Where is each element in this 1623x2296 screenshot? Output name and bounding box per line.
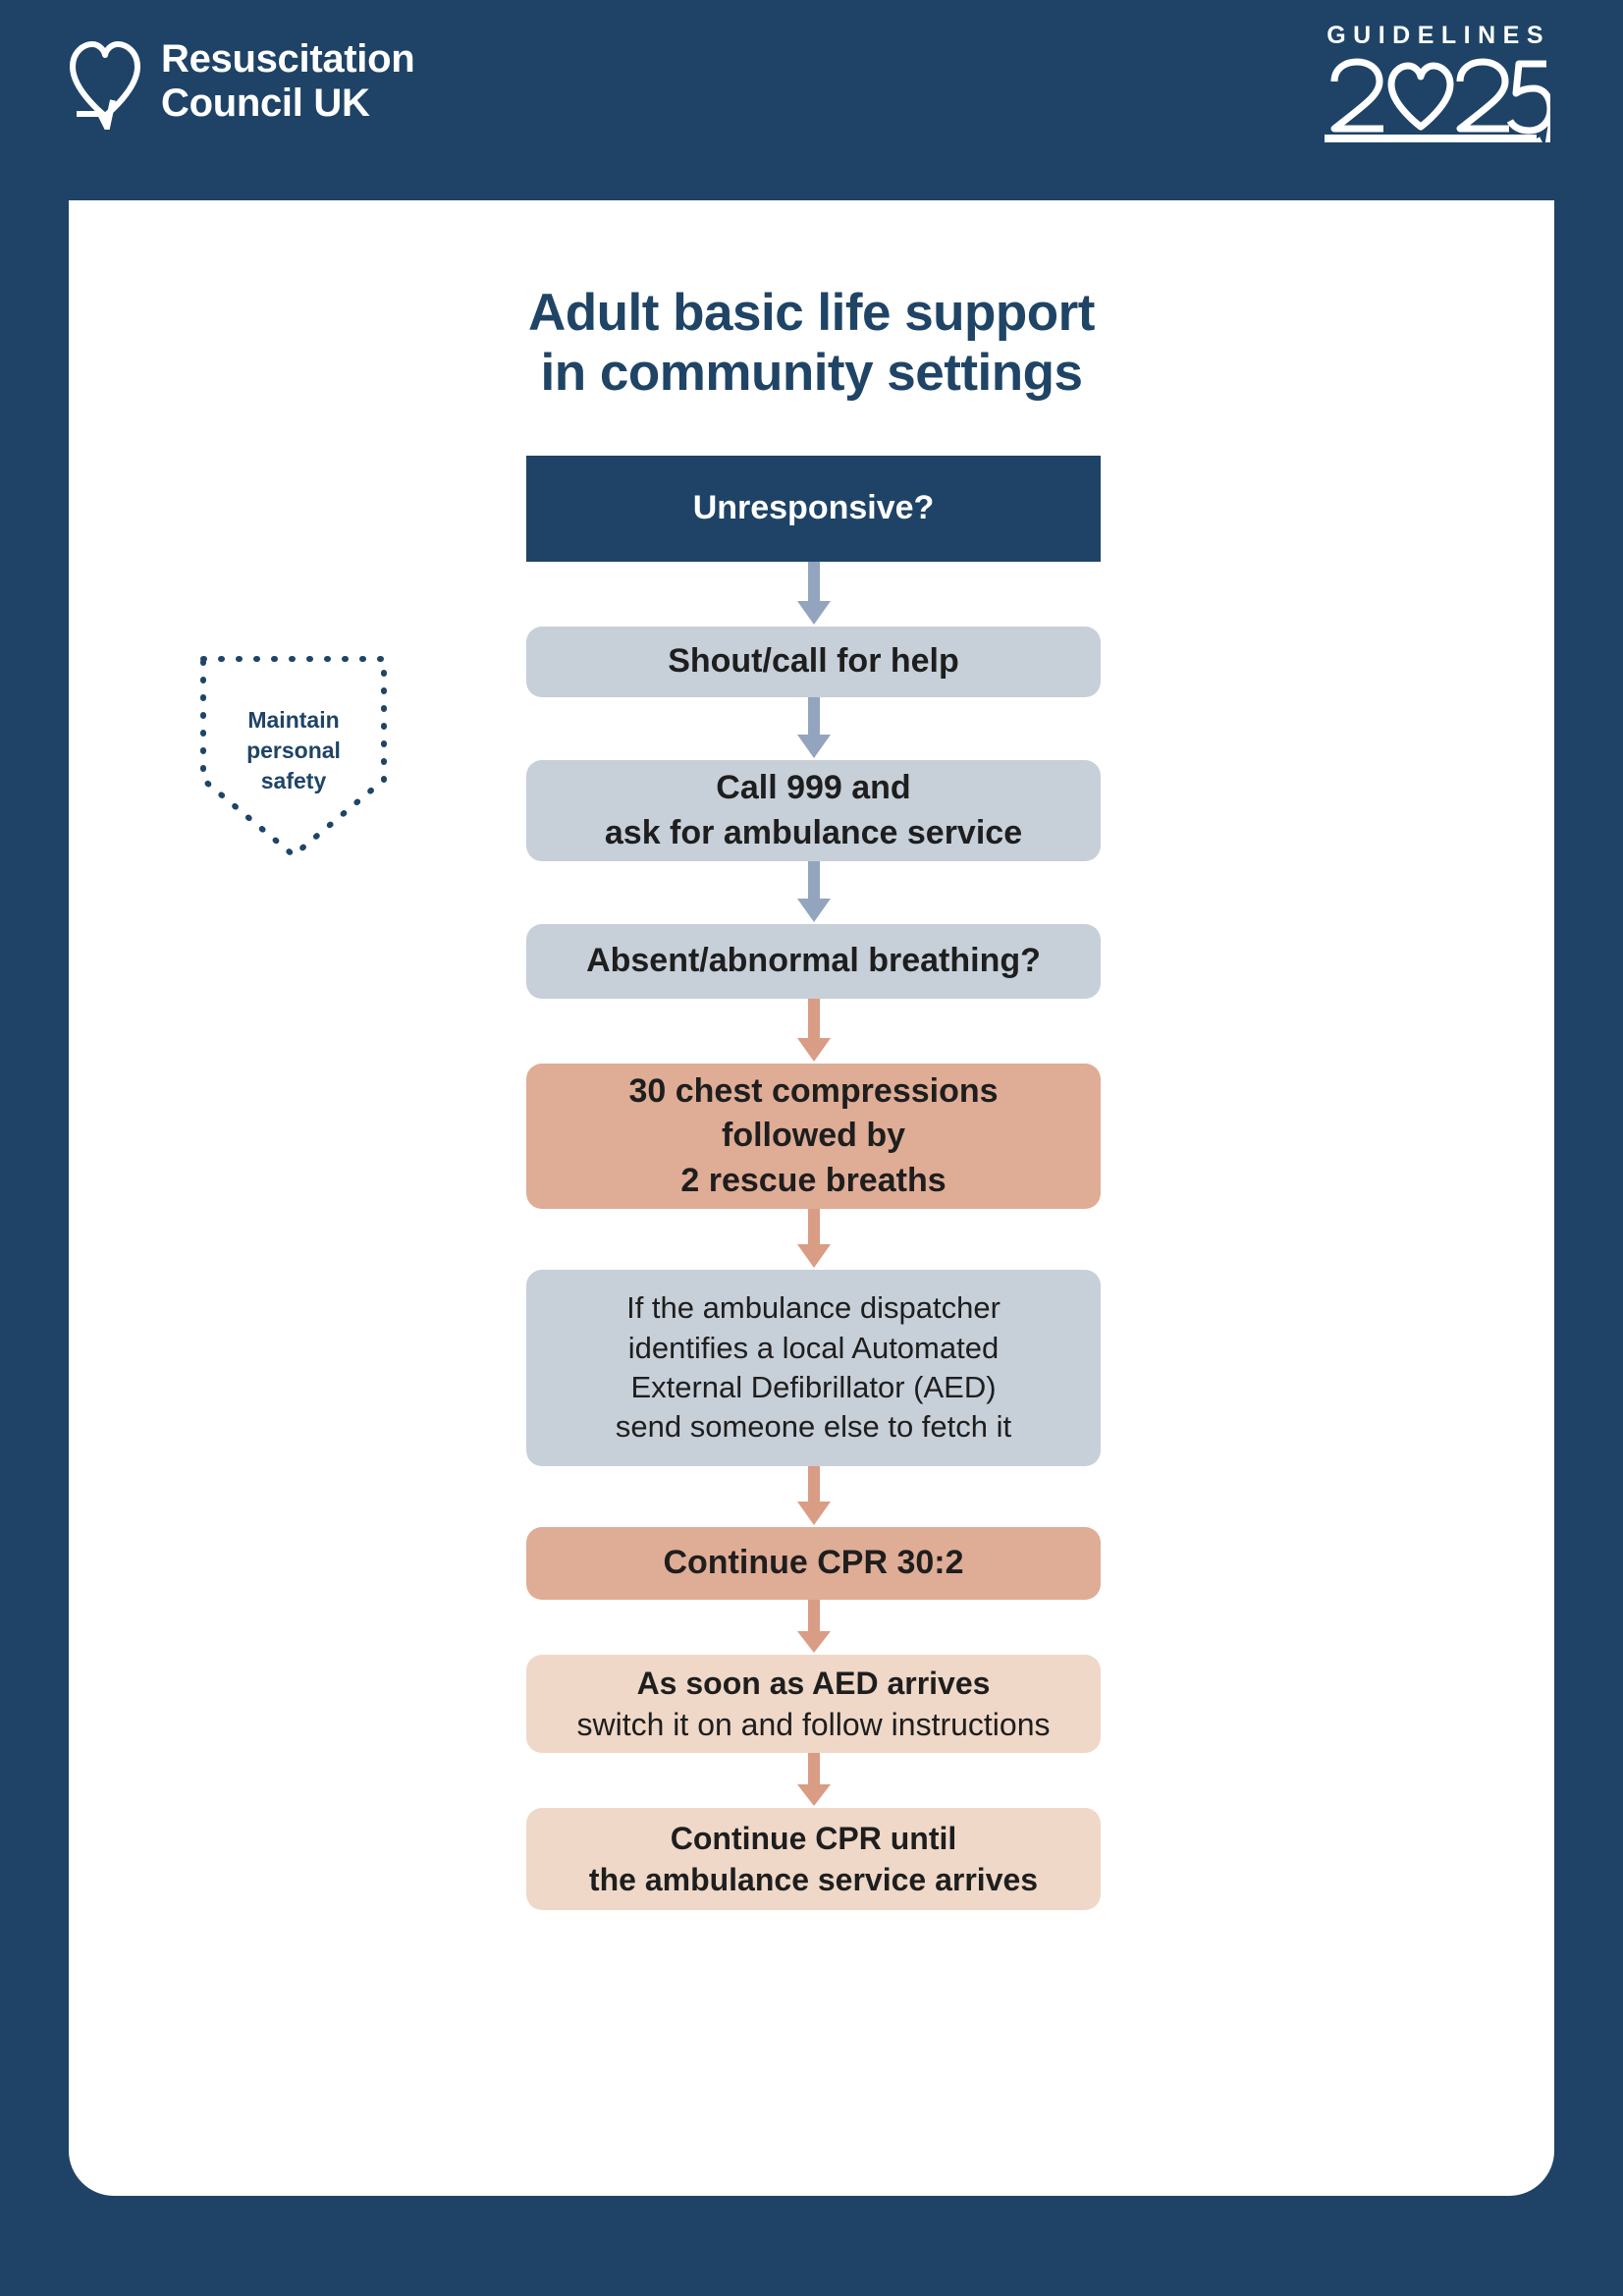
guidelines-badge: GUIDELINES — [1256, 22, 1557, 170]
flow-node-unresponsive: Unresponsive? — [526, 456, 1101, 562]
node-line: Continue CPR until — [670, 1820, 957, 1856]
page-title: Adult basic life support in community se… — [528, 283, 1095, 402]
node-line: If the ambulance dispatcher — [626, 1290, 1001, 1326]
flow-arrow-down — [526, 697, 1101, 760]
node-line: Continue CPR 30:2 — [663, 1544, 964, 1582]
flow-node-shout-for-help: Shout/call for help — [526, 627, 1101, 697]
node-line: send someone else to fetch it — [615, 1409, 1012, 1445]
flow-arrow-down — [526, 1753, 1101, 1808]
node-line: the ambulance service arrives — [588, 1862, 1039, 1897]
brand-logo: Resuscitation Council UK — [67, 35, 415, 137]
flow-arrow-down — [526, 562, 1101, 627]
node-line: Absent/abnormal breathing? — [586, 942, 1041, 980]
node-line: followed by — [722, 1117, 905, 1155]
safety-badge-label: Maintain personal safety — [246, 707, 341, 794]
flow-node-aed-arrives: As soon as AED arrives switch it on and … — [526, 1655, 1101, 1753]
flow-arrow-down — [526, 1466, 1101, 1527]
bls-flowchart: Unresponsive? Shout/call for help Call 9… — [526, 456, 1101, 1910]
node-line: Unresponsive? — [692, 489, 935, 527]
heart-outline-pulse-icon — [67, 39, 143, 137]
flow-node-continue-cpr-until-ambulance: Continue CPR until the ambulance service… — [526, 1808, 1101, 1910]
flow-node-call-999: Call 999 and ask for ambulance service — [526, 760, 1101, 861]
node-line: External Defibrillator (AED) — [630, 1370, 997, 1404]
flow-node-aed-dispatcher: If the ambulance dispatcher identifies a… — [526, 1270, 1101, 1466]
node-line: Shout/call for help — [668, 642, 959, 681]
flow-arrow-down — [526, 999, 1101, 1064]
flow-arrow-down — [526, 1209, 1101, 1270]
brand-name: Resuscitation Council UK — [161, 37, 415, 125]
guidelines-word: GUIDELINES — [1326, 22, 1550, 49]
node-line: Call 999 and — [716, 769, 911, 807]
content-card: Adult basic life support in community se… — [69, 200, 1554, 2196]
flow-node-30-compressions-2-breaths: 30 chest compressions followed by 2 resc… — [526, 1064, 1101, 1209]
maintain-personal-safety-badge: Maintain personal safety — [198, 654, 389, 860]
flow-node-absent-abnormal-breathing: Absent/abnormal breathing? — [526, 924, 1101, 999]
node-line: 2 rescue breaths — [680, 1161, 947, 1199]
flow-arrow-down — [526, 861, 1101, 924]
node-line: As soon as AED arrives — [636, 1665, 991, 1701]
node-line: ask for ambulance service — [604, 813, 1023, 851]
node-line: 30 chest compressions — [628, 1072, 999, 1111]
flow-node-continue-cpr-30-2: Continue CPR 30:2 — [526, 1527, 1101, 1600]
page-header: Resuscitation Council UK GUIDELINES — [0, 0, 1623, 200]
node-line: switch it on and follow instructions — [576, 1707, 1051, 1742]
guidelines-year-2025 — [1256, 56, 1557, 170]
node-line: identifies a local Automated — [627, 1330, 1000, 1365]
flow-arrow-down — [526, 1600, 1101, 1655]
